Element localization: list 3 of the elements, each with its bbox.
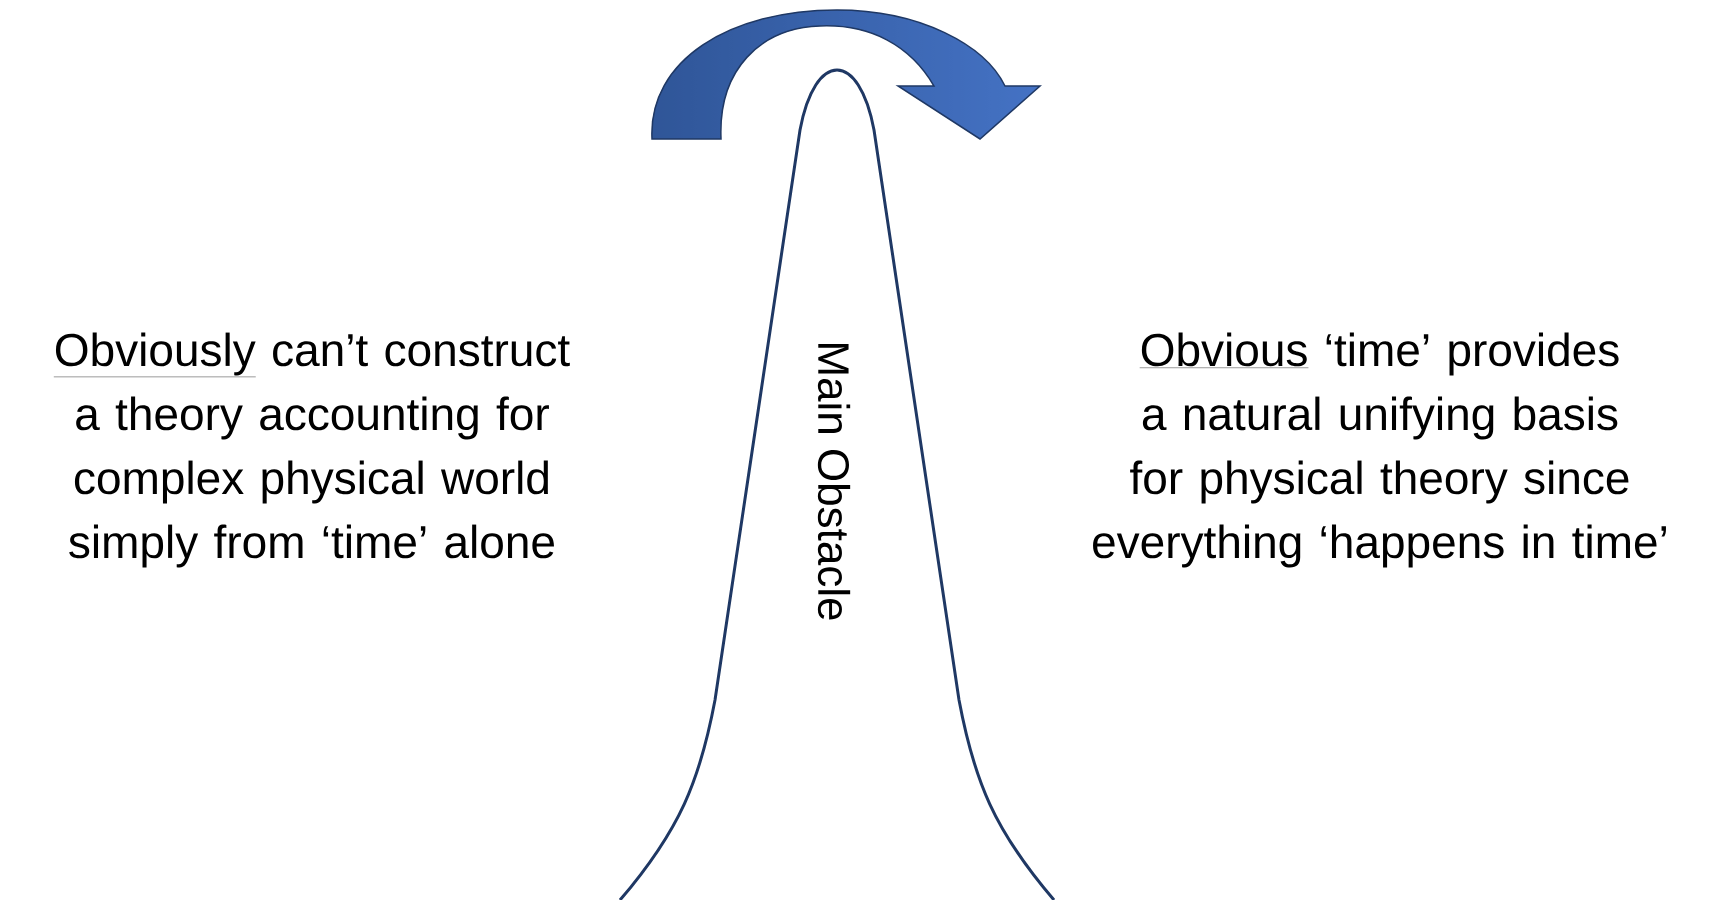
text-block: Obviously can’t construct a theory accounting for complex physical world simply from ‘time’ alone	[53, 332, 570, 568]
text-block: Obvious ‘time’ provides a natural unifying basis for physical theory since everything ‘happens in time’	[1093, 332, 1666, 568]
bell-curve: Main Obstacle	[618, 71, 1056, 900]
